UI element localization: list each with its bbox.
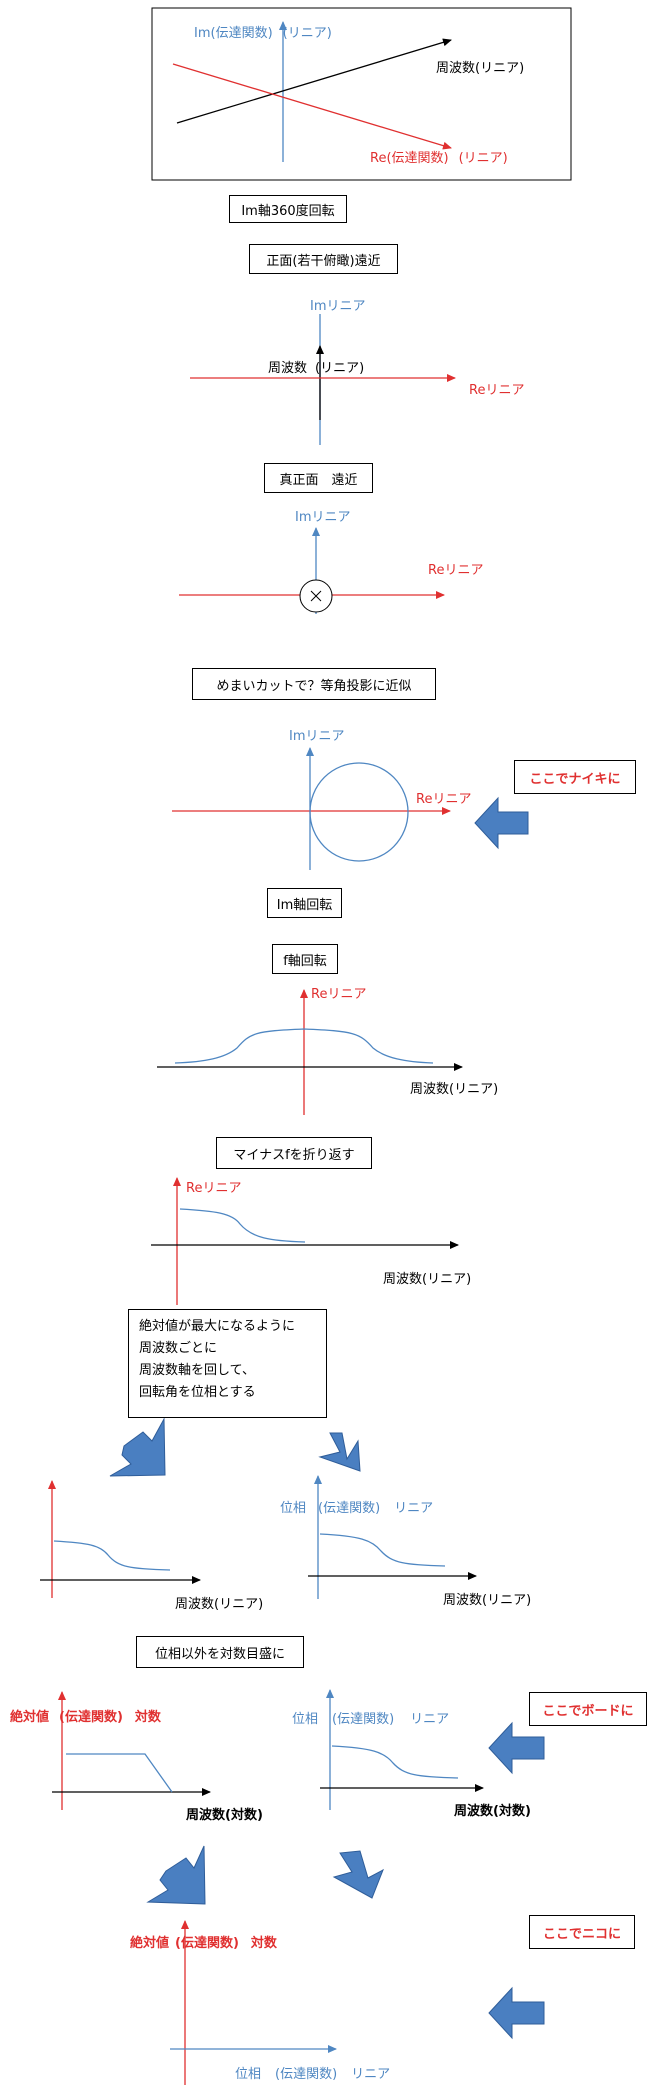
magnitude-axis-label: 絶対値(伝達関数)対数 (129, 1935, 278, 1951)
magnitude-curve (66, 1753, 173, 1793)
step-log-scale: 位相以外を対数目盛に (136, 1636, 304, 1668)
down-arrow (318, 1432, 361, 1472)
pointer-arrow (474, 796, 529, 850)
pointer-arrow (488, 1721, 545, 1775)
callout-nichols: ここでニコに (529, 1915, 635, 1949)
down-arrow (109, 1417, 166, 1477)
step-true-front: 真正面 遠近 (264, 463, 373, 493)
freq-axis-3d (176, 38, 452, 124)
freq-axis-label: 周波数(リニア) (443, 1593, 531, 1608)
response-curve (174, 1028, 434, 1064)
phase-axis-label: 位相(伝達関数)リニア (280, 1501, 433, 1516)
im-axis-label: Imリニア (310, 299, 366, 314)
magnitude-axis-label: 絶対値(伝達関数)対数 (9, 1709, 162, 1725)
re-axis-label: Reリニア (186, 1181, 241, 1196)
step-f-rotate: f軸回転 (272, 944, 338, 974)
im-axis-label: Im(伝達関数)(リニア) (194, 26, 332, 41)
freq-axis-label: 周波数(リニア) (410, 1082, 498, 1097)
re-axis-label: Reリニア (428, 563, 483, 578)
down-arrow (332, 1850, 384, 1899)
freq-axis-label: 周波数(対数) (454, 1803, 531, 1819)
step-fold-negative: マイナスfを折り返す (216, 1137, 372, 1169)
step-im-rotate-360: Im軸360度回転 (229, 195, 347, 223)
phase-axis-label: 位相(伝達関数)リニア (235, 2067, 390, 2082)
freq-axis-label: 周波数(リニア) (436, 61, 524, 76)
pointer-arrow (488, 1986, 545, 2040)
down-arrow (146, 1845, 206, 1905)
im-axis-label: Imリニア (295, 510, 351, 525)
step-vertigo: めまいカットで？等角投影に近似 (192, 668, 436, 700)
step-im-rotate: Im軸回転 (267, 888, 342, 918)
freq-axis-label: 周波数(リニア) (175, 1597, 263, 1612)
im-axis-label: Imリニア (289, 729, 345, 744)
re-axis-label: Re(伝達関数)(リニア) (370, 151, 508, 166)
callout-nyquist: ここでナイキに (514, 760, 636, 794)
response-curve (179, 1208, 306, 1243)
panel-3d-frame (151, 7, 572, 181)
freq-axis-label: 周波数(リニア) (383, 1272, 471, 1287)
note-line: 周波数ごとに (139, 1341, 218, 1356)
phase-curve (331, 1745, 459, 1779)
re-axis-label: Reリニア (469, 383, 524, 398)
cross-mark (310, 590, 322, 602)
phase-curve (319, 1533, 446, 1567)
freq-axis-label: 周波数(リニア) (268, 361, 364, 376)
callout-bode: ここでボードに (529, 1692, 647, 1726)
freq-axis-label: 周波数(対数) (186, 1807, 263, 1823)
re-axis-label: Reリニア (416, 792, 471, 807)
step-front-oblique: 正面(若干俯瞰)遠近 (249, 244, 398, 274)
nyquist-circle (309, 762, 409, 862)
note-line: 周波数軸を回して、 (139, 1363, 255, 1378)
re-axis-label: Reリニア (311, 987, 366, 1002)
phase-axis-label: 位相(伝達関数)リニア (292, 1712, 449, 1727)
response-curve (53, 1540, 171, 1571)
note-line: 回転角を位相とする (139, 1385, 256, 1400)
note-line: 絶対値が最大になるように (139, 1319, 296, 1334)
re-axis-3d (172, 63, 452, 150)
rotation-note: 絶対値が最大になるように 周波数ごとに 周波数軸を回して、 回転角を位相とする (128, 1309, 327, 1418)
